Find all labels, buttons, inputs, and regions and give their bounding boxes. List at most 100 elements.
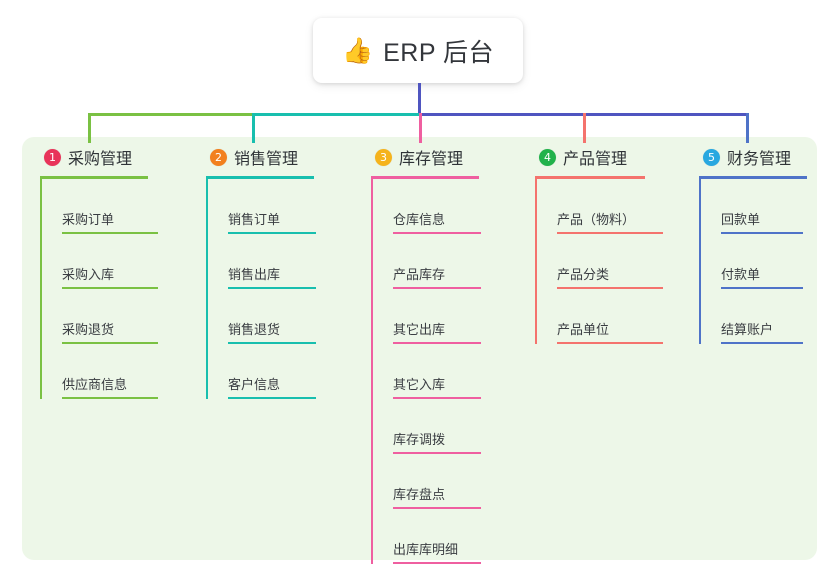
branch-underline xyxy=(206,176,314,179)
leaf-underline xyxy=(62,342,158,344)
root-stem-connector xyxy=(418,83,421,114)
branch-drop-connector-2 xyxy=(252,113,255,143)
leaf-label: 销售退货 xyxy=(228,322,281,337)
branch-5[interactable]: 5 财务管理回款单付款单结算账户 xyxy=(699,144,807,344)
leaf-underline xyxy=(393,452,481,454)
leaf-item[interactable]: 库存调拨 xyxy=(371,399,481,454)
leaf-item[interactable]: 产品库存 xyxy=(371,234,481,289)
branch-underline xyxy=(40,176,148,179)
branch-drop-connector-1 xyxy=(88,113,91,143)
leaf-item[interactable]: 销售出库 xyxy=(206,234,316,289)
leaf-item[interactable]: 采购入库 xyxy=(40,234,158,289)
branch-spine xyxy=(206,179,208,399)
branch-underline xyxy=(699,176,807,179)
leaf-underline xyxy=(393,562,481,564)
leaf-underline xyxy=(62,287,158,289)
branch-header-4[interactable]: 4 产品管理 xyxy=(535,144,663,170)
branch-spine xyxy=(40,179,42,399)
branch-title: 采购管理 xyxy=(68,151,133,168)
leaf-item[interactable]: 出库库明细 xyxy=(371,509,481,564)
leaf-item[interactable]: 回款单 xyxy=(699,179,807,234)
leaf-label: 客户信息 xyxy=(228,377,281,392)
leaf-item[interactable]: 付款单 xyxy=(699,234,807,289)
leaf-label: 库存调拨 xyxy=(393,432,446,447)
branch-underline xyxy=(371,176,479,179)
leaf-label: 仓库信息 xyxy=(393,212,446,227)
leaf-label: 结算账户 xyxy=(721,322,774,337)
leaf-underline xyxy=(393,287,481,289)
leaf-item[interactable]: 销售退货 xyxy=(206,289,316,344)
leaf-item[interactable]: 采购退货 xyxy=(40,289,158,344)
leaf-item[interactable]: 其它出库 xyxy=(371,289,481,344)
branch-title: 销售管理 xyxy=(234,151,299,168)
leaf-label: 采购入库 xyxy=(62,267,115,282)
branch-leaf-list: 采购订单采购入库采购退货供应商信息 xyxy=(40,179,158,399)
leaf-item[interactable]: 客户信息 xyxy=(206,344,316,399)
leaf-label: 回款单 xyxy=(721,212,761,227)
leaf-label: 销售出库 xyxy=(228,267,281,282)
branch-title: 财务管理 xyxy=(727,151,792,168)
leaf-item[interactable]: 其它入库 xyxy=(371,344,481,399)
leaf-underline xyxy=(62,232,158,234)
branch-1[interactable]: 1 采购管理采购订单采购入库采购退货供应商信息 xyxy=(40,144,158,399)
leaf-underline xyxy=(228,232,316,234)
root-node[interactable]: 👍 ERP 后台 xyxy=(313,18,523,83)
branch-number-badge: 1 xyxy=(44,148,61,166)
branch-spine xyxy=(699,179,701,344)
branch-underline xyxy=(535,176,645,179)
leaf-label: 出库库明细 xyxy=(393,542,459,557)
leaf-label: 采购订单 xyxy=(62,212,115,227)
bus-segment-1 xyxy=(88,113,253,116)
leaf-label: 产品单位 xyxy=(557,322,610,337)
branch-3[interactable]: 3 库存管理仓库信息产品库存其它出库其它入库库存调拨库存盘点出库库明细 xyxy=(371,144,481,564)
branch-number-badge: 4 xyxy=(539,148,556,166)
branch-header-3[interactable]: 3 库存管理 xyxy=(371,144,481,170)
branch-4[interactable]: 4 产品管理产品（物料） 产品分类产品单位 xyxy=(535,144,663,344)
leaf-label: 采购退货 xyxy=(62,322,115,337)
branch-leaf-list: 回款单付款单结算账户 xyxy=(699,179,807,344)
root-title: ERP 后台 xyxy=(383,38,495,67)
leaf-label: 供应商信息 xyxy=(62,377,128,392)
branch-drop-connector-3 xyxy=(419,113,422,143)
leaf-label: 付款单 xyxy=(721,267,761,282)
leaf-item[interactable]: 产品分类 xyxy=(535,234,663,289)
leaf-underline xyxy=(393,397,481,399)
leaf-item[interactable]: 采购订单 xyxy=(40,179,158,234)
branch-header-5[interactable]: 5 财务管理 xyxy=(699,144,807,170)
leaf-label: 其它入库 xyxy=(393,377,446,392)
branch-title: 库存管理 xyxy=(399,151,464,168)
leaf-underline xyxy=(557,232,663,234)
leaf-underline xyxy=(393,507,481,509)
branch-spine xyxy=(535,179,537,344)
leaf-underline xyxy=(228,287,316,289)
leaf-item[interactable]: 供应商信息 xyxy=(40,344,158,399)
leaf-item[interactable]: 仓库信息 xyxy=(371,179,481,234)
leaf-item[interactable]: 库存盘点 xyxy=(371,454,481,509)
leaf-underline xyxy=(228,397,316,399)
branch-drop-connector-5 xyxy=(746,113,749,143)
leaf-item[interactable]: 产品单位 xyxy=(535,289,663,344)
leaf-underline xyxy=(557,287,663,289)
branch-number-badge: 5 xyxy=(703,148,720,166)
branch-leaf-list: 产品（物料） 产品分类产品单位 xyxy=(535,179,663,344)
leaf-underline xyxy=(721,232,803,234)
leaf-underline xyxy=(721,342,803,344)
leaf-label: 销售订单 xyxy=(228,212,281,227)
branch-title: 产品管理 xyxy=(563,151,628,168)
leaf-label: 产品（物料） xyxy=(557,212,636,227)
leaf-item[interactable]: 产品（物料） xyxy=(535,179,663,234)
branch-header-1[interactable]: 1 采购管理 xyxy=(40,144,158,170)
leaf-item[interactable]: 销售订单 xyxy=(206,179,316,234)
leaf-underline xyxy=(721,287,803,289)
leaf-underline xyxy=(393,232,481,234)
leaf-underline xyxy=(228,342,316,344)
leaf-underline xyxy=(557,342,663,344)
branch-number-badge: 3 xyxy=(375,148,392,166)
leaf-label: 产品库存 xyxy=(393,267,446,282)
bus-segment-2 xyxy=(252,113,420,116)
leaf-label: 产品分类 xyxy=(557,267,610,282)
leaf-item[interactable]: 结算账户 xyxy=(699,289,807,344)
